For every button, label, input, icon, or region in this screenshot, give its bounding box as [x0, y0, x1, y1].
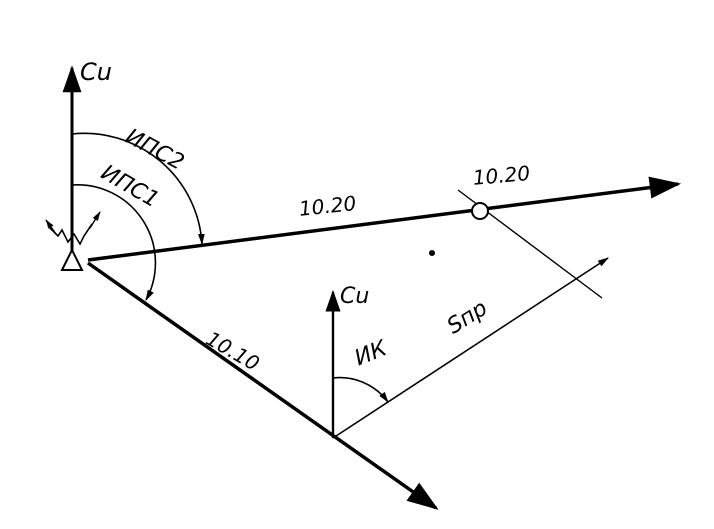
label-north-station: Cu — [80, 58, 112, 86]
distance-vector-snp — [332, 257, 609, 439]
arc-ik — [332, 376, 389, 403]
label-time-fix: 10.20 — [471, 161, 531, 190]
bearing-line-ips2 — [87, 176, 682, 262]
course-line-ips1 — [86, 261, 439, 510]
radio-wave-arrow-left — [45, 219, 57, 235]
radio-wave-icon — [47, 223, 93, 246]
radio-wave-arrow-right — [89, 211, 101, 229]
circle-fix-icon — [471, 202, 489, 220]
triangle-station-icon — [60, 247, 84, 271]
arc-ips2 — [71, 132, 205, 246]
arc-ips1 — [71, 184, 157, 301]
label-north-course: Cu — [340, 284, 370, 309]
label-time-bearing: 10.20 — [297, 191, 358, 221]
marker-dot — [429, 250, 435, 256]
